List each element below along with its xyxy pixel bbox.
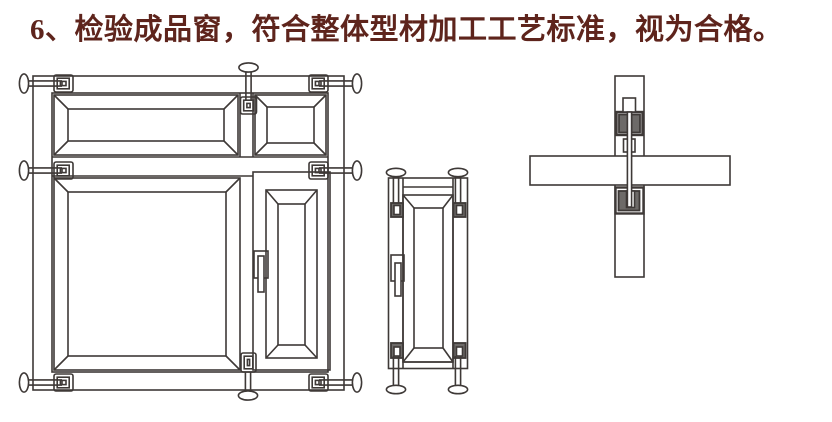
joint-pin xyxy=(622,97,637,208)
sash-handle xyxy=(253,250,269,293)
caption-text: 6、检验成品窗，符合整体型材加工工艺标准，视为合格。 xyxy=(30,14,783,46)
mullion-rail-joint-view xyxy=(529,75,731,278)
sash-top-screws xyxy=(385,167,469,218)
corner-cleats xyxy=(53,74,329,392)
top-left-panel xyxy=(53,94,239,156)
side-sash xyxy=(252,171,331,371)
top-right-panel xyxy=(254,94,327,156)
sash-glass-panel xyxy=(402,194,454,363)
assembled-window-front-view xyxy=(18,62,363,401)
sash-profile-assembly-view xyxy=(385,167,469,395)
transom-mullion xyxy=(239,93,254,157)
assembly-screw-bottom xyxy=(237,352,259,401)
sash-bottom-screws xyxy=(385,342,469,395)
window-outer-frame xyxy=(32,75,345,391)
sash-section-handle xyxy=(390,254,405,297)
bottom-left-panel xyxy=(53,177,241,371)
assembly-screws-horizontal xyxy=(18,73,363,393)
assembly-screw-top xyxy=(238,62,259,115)
